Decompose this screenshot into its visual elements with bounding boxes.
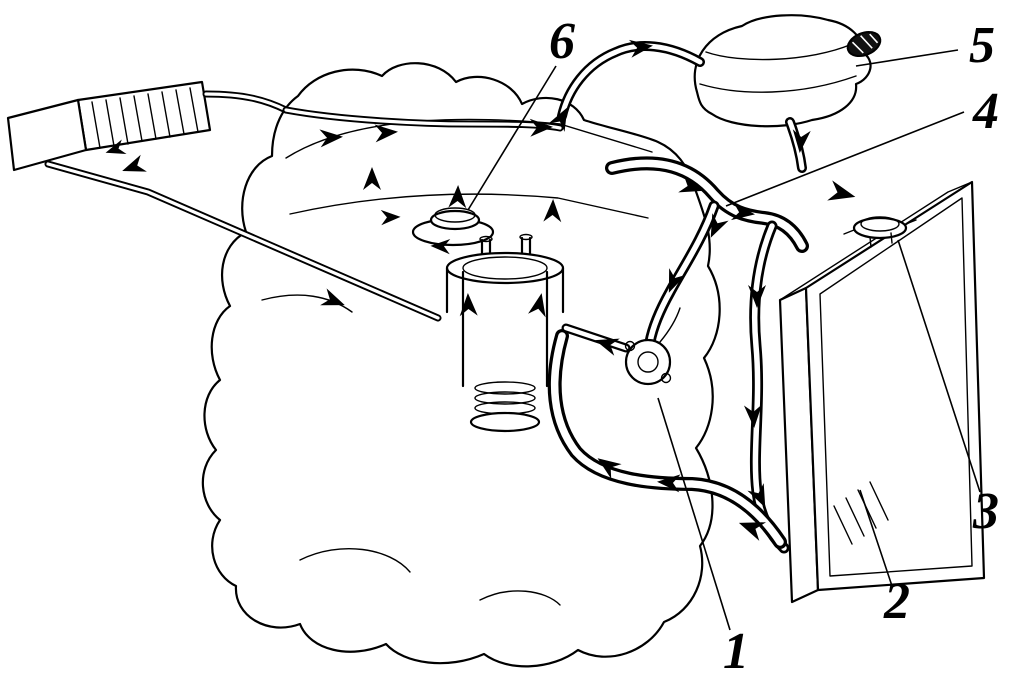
expansion-tank-cap-ribs xyxy=(851,33,879,54)
tank-vent-hose-core xyxy=(559,43,703,119)
leader-6 xyxy=(467,65,557,211)
pump-stub-top-left xyxy=(479,235,493,243)
cylinder-walls xyxy=(445,266,565,388)
callout-label-4: 4 xyxy=(972,83,999,140)
cylinder-base xyxy=(469,411,541,433)
callout-label-1: 1 xyxy=(723,623,749,680)
engine-outline xyxy=(201,62,721,668)
filler-cap-body xyxy=(429,209,481,231)
radiator-top-edge xyxy=(779,181,973,301)
radiator-cap-inner xyxy=(860,216,900,232)
spring-coil-1 xyxy=(474,381,536,395)
leader-3 xyxy=(897,239,981,493)
thermostat-stub xyxy=(659,307,681,343)
callout-label-5: 5 xyxy=(969,17,995,74)
heater-supply-pipe-core xyxy=(204,92,288,112)
expansion-tank-cap xyxy=(846,30,882,58)
heater-core-fins xyxy=(91,87,199,149)
leader-2 xyxy=(859,489,893,587)
expansion-tank-body xyxy=(693,14,872,128)
spring-coil-2 xyxy=(474,391,536,405)
radiator-cap-ears xyxy=(843,219,917,248)
expansion-tank-seams xyxy=(699,43,857,93)
leader-5 xyxy=(855,49,959,67)
water-pump-cutaway xyxy=(445,233,565,433)
flow-arrow xyxy=(827,180,858,207)
coolant-hoses xyxy=(44,41,809,554)
callout-leaders xyxy=(467,49,981,631)
expansion-tank xyxy=(693,14,882,128)
upper-radiator-hose-core xyxy=(608,159,806,250)
pump-stubs xyxy=(480,236,532,264)
leader-1 xyxy=(657,397,731,631)
engine-block xyxy=(201,62,721,668)
bypass-hose-core xyxy=(647,203,717,345)
thermostat-body xyxy=(624,338,672,386)
leader-4 xyxy=(725,111,965,207)
heater-core-end-tank xyxy=(6,98,88,172)
callout-labels: 1 2 3 4 5 6 xyxy=(549,13,999,680)
callout-label-3: 3 xyxy=(972,483,999,540)
callout-label-6: 6 xyxy=(549,13,575,70)
radiator-front-face xyxy=(804,180,986,592)
thermostat-bolt-1 xyxy=(624,340,636,352)
heater-return-pipe-core xyxy=(46,162,440,320)
thermostat-bolt-2 xyxy=(660,372,672,384)
radiator-shading xyxy=(833,481,889,545)
radiator-cap-outer xyxy=(852,216,908,240)
radiator-cap xyxy=(843,216,917,248)
flow-arrow xyxy=(119,154,147,180)
pump-thermostat-link-core xyxy=(563,325,629,351)
pump-stub-top-right xyxy=(519,233,533,241)
filler-cap-top xyxy=(434,207,476,223)
cylinder-rim-inner xyxy=(462,256,548,280)
tank-vent-hose xyxy=(557,41,705,121)
thermostat-inner xyxy=(637,351,659,373)
thermostat-housing xyxy=(624,307,681,386)
callout-label-2: 2 xyxy=(883,573,910,630)
radiator-inner-frame xyxy=(819,197,973,577)
lower-radiator-hose-core xyxy=(550,332,784,546)
heater-core xyxy=(6,80,212,172)
oil-filler-cap xyxy=(411,207,495,247)
radiator xyxy=(778,180,986,604)
engine-internal-gallery-core xyxy=(284,108,562,130)
